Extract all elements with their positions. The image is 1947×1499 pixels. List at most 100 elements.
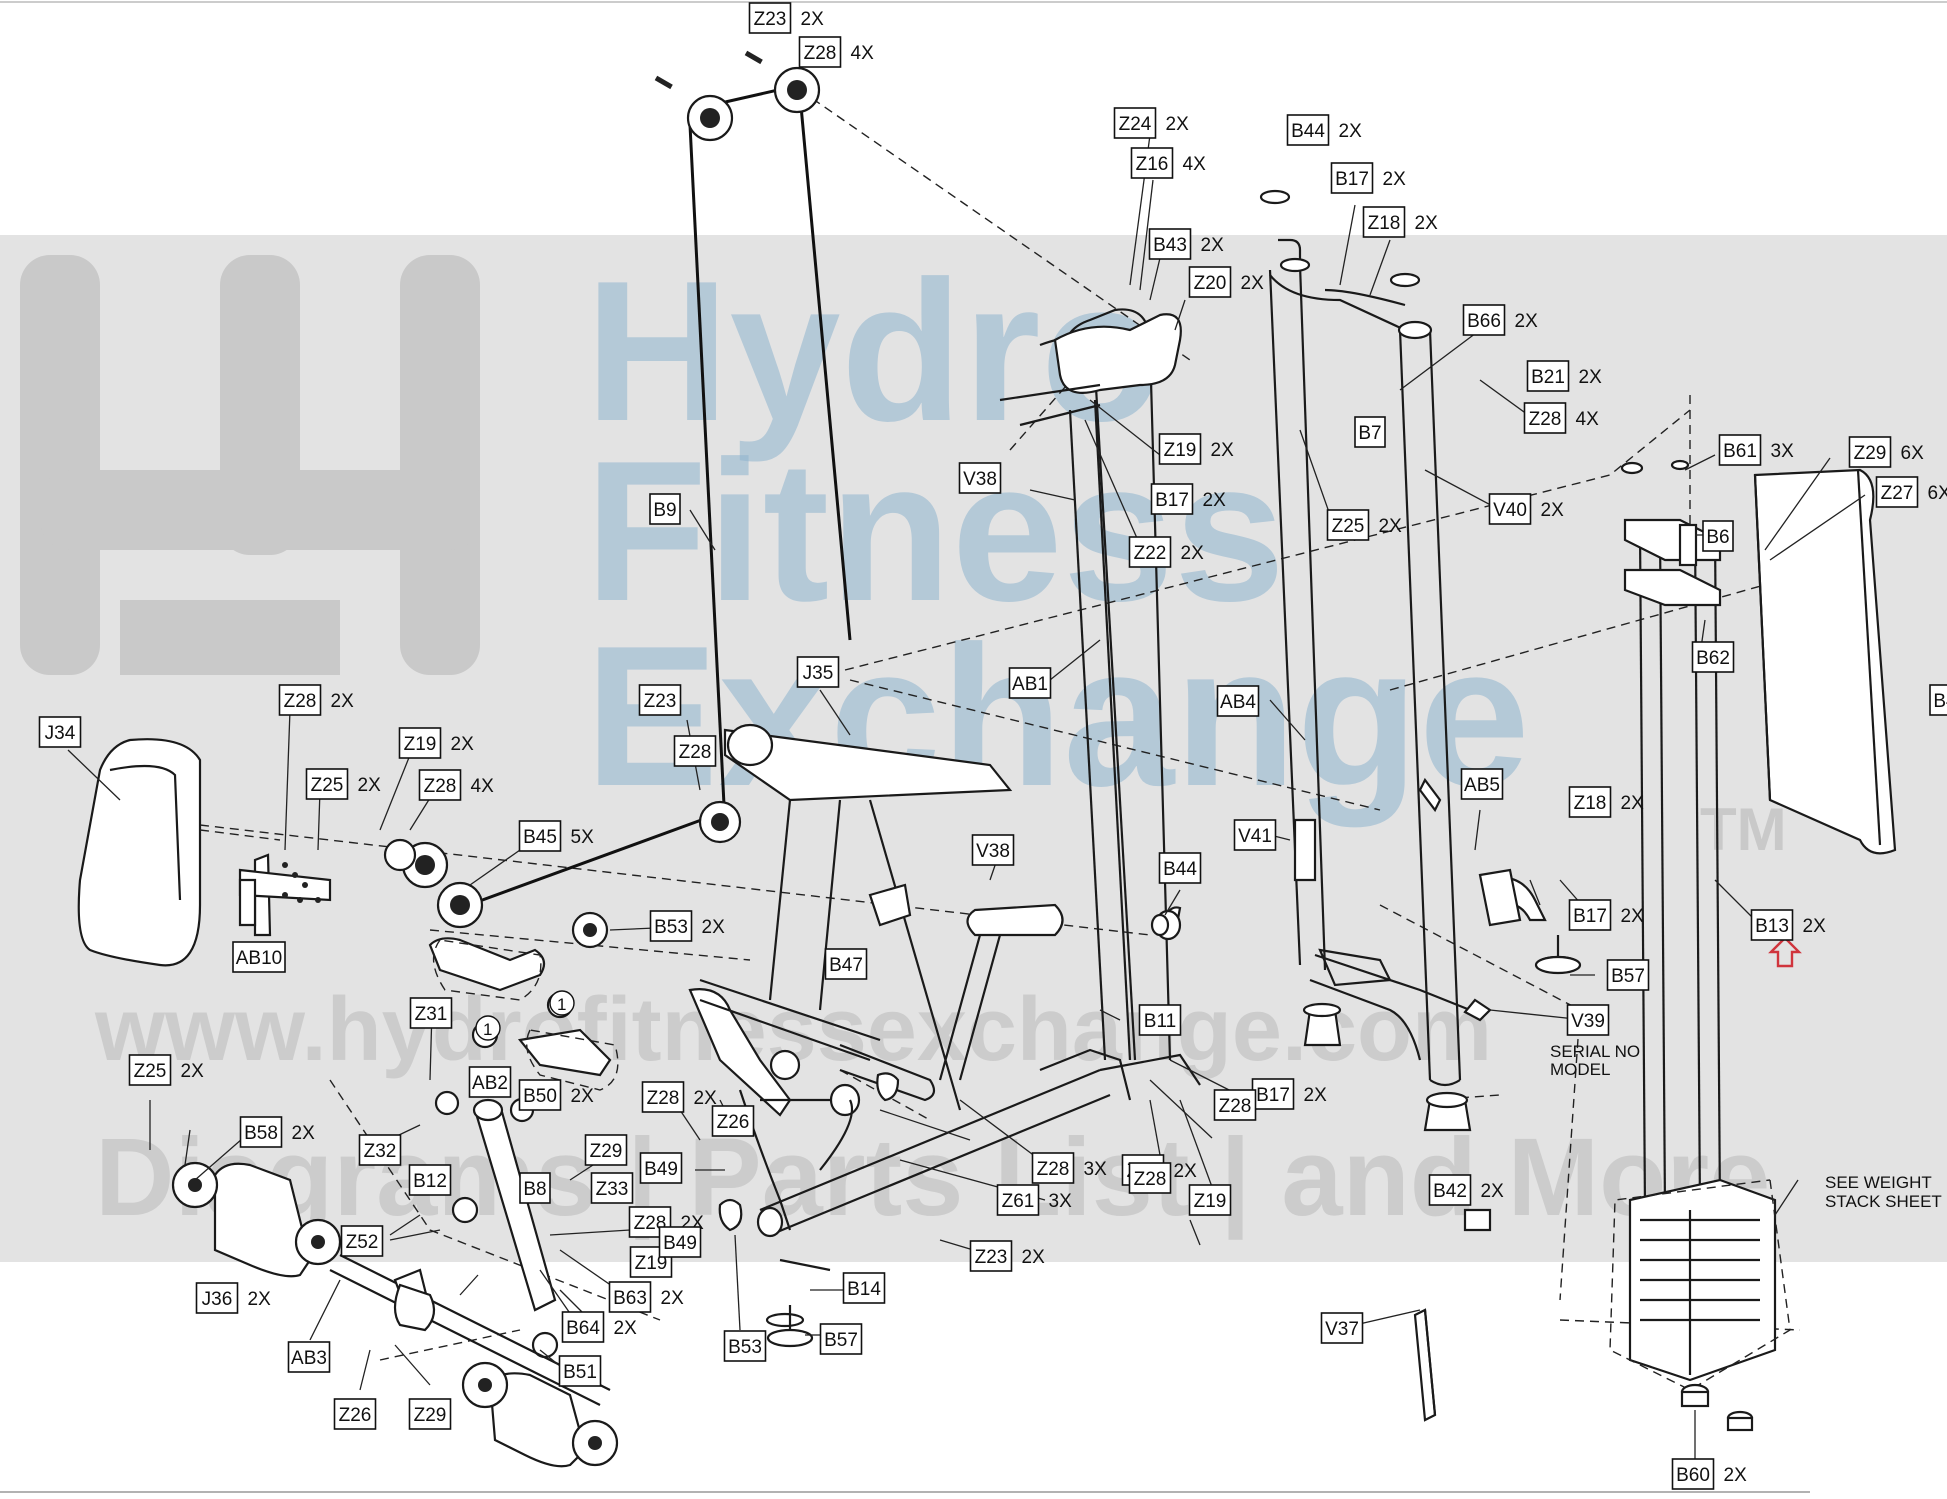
part-label-v38[interactable]: V38	[971, 834, 1015, 866]
part-label-z26[interactable]: Z26	[333, 1398, 377, 1430]
part-label-b14[interactable]: B14	[842, 1272, 886, 1304]
part-label-z28[interactable]: Z28	[1213, 1089, 1257, 1121]
part-label-j35[interactable]: J35	[796, 656, 840, 688]
part-label-b12[interactable]: B12	[408, 1164, 452, 1196]
part-label-z32[interactable]: Z32	[358, 1134, 402, 1166]
part-label-id: Z28	[1219, 1096, 1252, 1117]
part-label-b4[interactable]: B4	[1929, 684, 1947, 716]
part-label-z29[interactable]: Z29	[584, 1134, 628, 1166]
part-label-b44[interactable]: B44	[1158, 852, 1202, 884]
part-label-ab2[interactable]: AB2	[468, 1066, 512, 1098]
part-label-z19[interactable]: Z19	[1188, 1184, 1232, 1216]
part-label-v41[interactable]: V41	[1233, 819, 1277, 851]
part-label-z52[interactable]: Z52	[340, 1225, 384, 1257]
part-label-b8[interactable]: B8	[519, 1172, 551, 1204]
part-label-b49[interactable]: B49	[639, 1152, 683, 1184]
part-label-b6[interactable]: B6	[1702, 520, 1734, 552]
part-label-ab4[interactable]: AB4	[1216, 685, 1260, 717]
part-label-box	[649, 910, 693, 942]
part-label-j34[interactable]: J34	[38, 716, 82, 748]
part-label-b9[interactable]: B9	[649, 493, 681, 525]
part-label-box	[518, 820, 562, 852]
part-label-id: Z19	[1164, 440, 1197, 461]
part-label-qty: 3X	[1771, 441, 1795, 462]
part-label-qty: 2X	[181, 1061, 205, 1082]
part-label-ab1[interactable]: AB1	[1008, 667, 1052, 699]
part-label-b51[interactable]: B51	[558, 1355, 602, 1387]
part-label-z28[interactable]: Z28	[1128, 1162, 1172, 1194]
part-label-z29[interactable]: Z29	[408, 1398, 452, 1430]
part-label-z31[interactable]: Z31	[409, 997, 453, 1029]
part-label-ab10[interactable]: AB10	[232, 941, 286, 973]
part-label-b47[interactable]: B47	[824, 948, 868, 980]
part-label-id: B49	[644, 1159, 678, 1180]
part-label-b7[interactable]: B7	[1354, 416, 1386, 448]
part-label-ab3[interactable]: AB3	[287, 1341, 331, 1373]
part-label-qty: 2X	[614, 1318, 638, 1339]
part-label-b62[interactable]: B62	[1691, 641, 1735, 673]
part-label-z19[interactable]: Z19	[629, 1246, 673, 1278]
part-label-z26[interactable]: Z26	[711, 1105, 755, 1137]
part-label-b53[interactable]: B53	[723, 1330, 767, 1362]
part-label-z28[interactable]: Z28	[673, 735, 717, 767]
part-label-v39[interactable]: V39	[1566, 1004, 1610, 1036]
part-label-box	[418, 769, 462, 801]
part-label-qty: 4X	[471, 776, 495, 797]
part-label-z23[interactable]: Z23	[638, 684, 682, 716]
part-label-z33[interactable]: Z33	[590, 1172, 634, 1204]
part-label-box	[1671, 1458, 1715, 1490]
part-label-b57[interactable]: B57	[1606, 959, 1650, 991]
part-label-ab5[interactable]: AB5	[1460, 768, 1504, 800]
part-label-v38[interactable]: V38	[958, 462, 1002, 494]
part-label-v37[interactable]: V37	[1320, 1312, 1364, 1344]
part-label-b49[interactable]: B49	[658, 1226, 702, 1258]
part-label-b57[interactable]: B57	[819, 1323, 863, 1355]
part-label-id: Z25	[1332, 516, 1365, 537]
part-label-qty: 2X	[1621, 906, 1645, 927]
part-label-b11[interactable]: B11	[1138, 1004, 1182, 1036]
